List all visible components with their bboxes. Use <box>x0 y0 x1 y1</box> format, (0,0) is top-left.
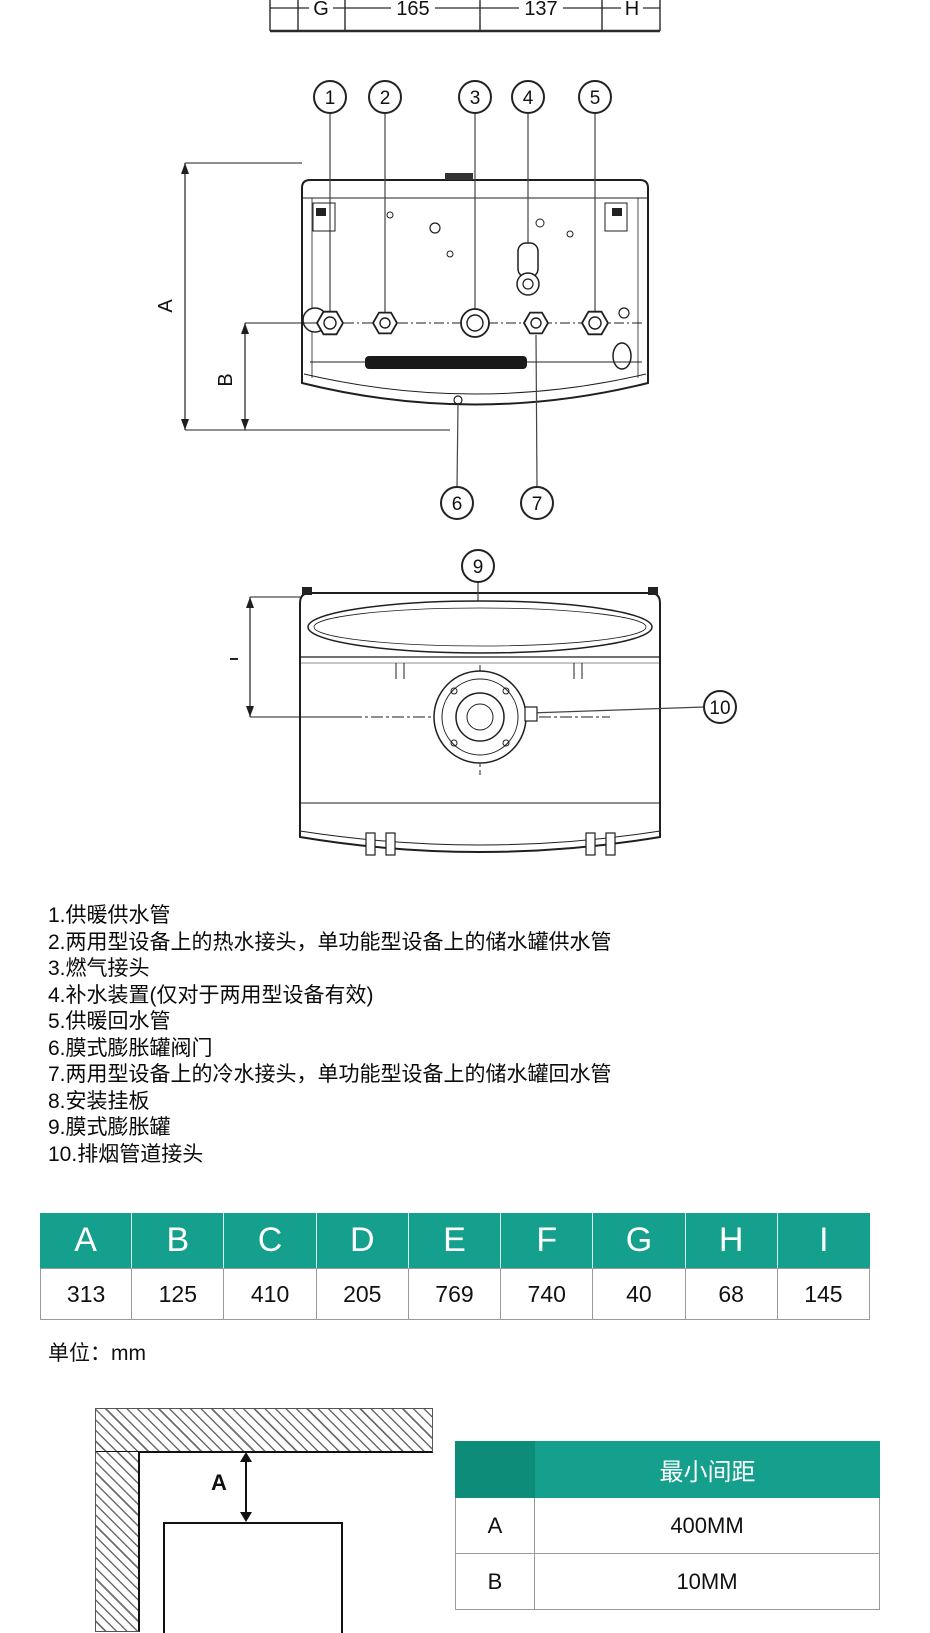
boiler-internal-details <box>302 173 642 405</box>
callout-4: 4 <box>523 88 534 109</box>
boiler-outline-box <box>163 1522 343 1633</box>
dim-header-cell: A <box>40 1213 133 1268</box>
dimension-table-value-row: 313 125 410 205 769 740 40 68 145 <box>40 1268 870 1320</box>
dim-i-label: I <box>230 656 243 662</box>
clearance-header-corner <box>455 1441 535 1498</box>
clearance-row-label: A <box>455 1498 535 1554</box>
legend-item: 4.补水装置(仅对于两用型设备有效) <box>48 983 374 1007</box>
arrow-up <box>240 1452 252 1462</box>
dim-label-g: G <box>313 0 329 20</box>
legend-item: 3.燃气接头 <box>48 957 150 980</box>
pipe-fittings <box>315 308 610 338</box>
clearance-row-value: 10MM <box>535 1554 880 1610</box>
dim-value-cell: 769 <box>408 1268 502 1320</box>
top-view-diagram: I 9 10 <box>230 549 737 856</box>
callout-5: 5 <box>590 88 601 109</box>
legend-item: 5.供暖回水管 <box>48 1010 171 1033</box>
dimension-lines <box>269 0 661 33</box>
dim-header-cell: C <box>224 1213 317 1268</box>
dimension-i <box>246 596 350 718</box>
dim-a-label: A <box>155 299 177 313</box>
dim-value-cell: 313 <box>40 1268 133 1320</box>
clearance-row-label: B <box>455 1554 535 1610</box>
dim-label-h: H <box>625 0 639 20</box>
unit-note: 单位：mm <box>48 1342 146 1365</box>
legend-item: 10.排烟管道接头 <box>48 1142 204 1166</box>
dimension-a <box>181 162 450 431</box>
dim-header-cell: F <box>501 1213 594 1268</box>
dim-header-cell: D <box>316 1213 409 1268</box>
clearance-table: 最小间距 A 400MM B 10MM <box>455 1441 880 1610</box>
callout-1: 1 <box>325 88 336 109</box>
callout-9: 9 <box>473 557 484 578</box>
clearance-header-title: 最小间距 <box>535 1441 880 1498</box>
dim-value-cell: 125 <box>132 1268 225 1320</box>
dim-value-cell: 410 <box>224 1268 317 1320</box>
callout-6: 6 <box>452 494 463 515</box>
dim-value-cell: 740 <box>501 1268 594 1320</box>
dim-value-cell: 145 <box>777 1268 870 1320</box>
legend-list: 1.供暖供水管 2.两用型设备上的热水接头，单功能型设备上的储水罐供水管 3.燃… <box>48 903 898 1168</box>
dim-b-label: B <box>215 373 237 386</box>
top-view-bottom-details <box>299 802 661 856</box>
legend-item: 7.两用型设备上的冷水接头，单功能型设备上的储水罐回水管 <box>48 1063 612 1086</box>
dimension-label-backgrounds <box>309 0 643 17</box>
legend-item: 9.膜式膨胀罐 <box>48 1116 171 1139</box>
callout-2: 2 <box>380 88 391 109</box>
callout-circles <box>461 549 737 724</box>
arrow-down <box>240 1512 252 1522</box>
callout-leader-lines <box>329 113 596 488</box>
dimension-arrow-line <box>245 1460 247 1514</box>
dim-header-cell: B <box>132 1213 225 1268</box>
flue-connection <box>350 665 610 775</box>
legend-item: 8.安装挂板 <box>48 1089 150 1113</box>
dim-header-cell: G <box>593 1213 686 1268</box>
legend-item: 6.膜式膨胀罐阀门 <box>48 1036 213 1060</box>
expansion-tank <box>300 600 660 679</box>
clearance-dim-a-label: A <box>211 1470 227 1495</box>
legend-item: 2.两用型设备上的热水接头，单功能型设备上的储水罐供水管 <box>48 930 612 954</box>
dim-value-137: 137 <box>524 0 557 20</box>
top-dimension-strip: G 165 137 H <box>269 0 661 33</box>
dim-header-cell: E <box>408 1213 502 1268</box>
callout-7: 7 <box>532 494 543 515</box>
clearance-diagram: A <box>95 1408 433 1633</box>
dim-value-cell: 40 <box>593 1268 686 1320</box>
dim-header-cell: I <box>777 1213 870 1268</box>
dimension-table-header-row: A B C D E F G H I <box>40 1213 870 1268</box>
clearance-row-value: 400MM <box>535 1498 880 1554</box>
dim-value-cell: 205 <box>316 1268 409 1320</box>
callout-3: 3 <box>470 88 481 109</box>
dimension-table: A B C D E F G H I 313 125 410 205 769 74… <box>40 1213 870 1320</box>
dim-header-cell: H <box>685 1213 778 1268</box>
legend-item: 1.供暖供水管 <box>48 904 171 927</box>
dim-value-cell: 68 <box>685 1268 778 1320</box>
callout-circles <box>313 80 612 520</box>
wall-hatch-top <box>95 1408 433 1453</box>
dimension-b <box>241 322 308 430</box>
dim-value-165: 165 <box>396 0 429 20</box>
bottom-view-diagram: A B 1 2 3 4 5 6 7 <box>155 80 649 520</box>
callout-10: 10 <box>709 698 730 719</box>
wall-hatch-left <box>95 1452 140 1632</box>
